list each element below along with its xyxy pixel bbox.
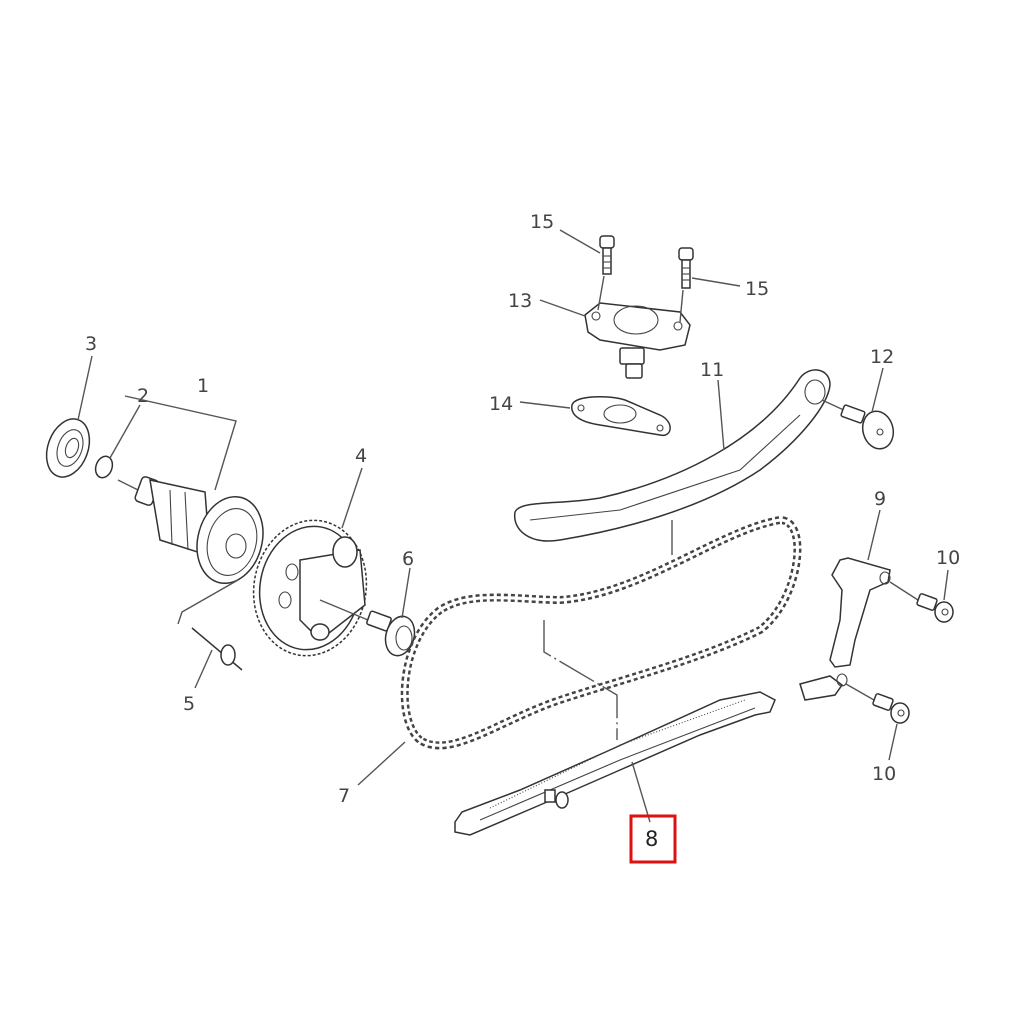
- bolt-part-10b[interactable]: [872, 693, 910, 724]
- bolt-part-6[interactable]: [366, 610, 418, 659]
- bolt-part-15b[interactable]: [678, 247, 694, 289]
- bolt-part-10a[interactable]: [916, 593, 954, 623]
- bolt-part-12[interactable]: [840, 404, 898, 453]
- bolt-part-15a[interactable]: [599, 235, 615, 275]
- label-8: 8: [645, 827, 658, 851]
- stopper-guide-part-9[interactable]: [799, 557, 891, 701]
- bearing-part-3[interactable]: [39, 413, 97, 483]
- label-4: 4: [355, 445, 367, 467]
- label-13: 13: [508, 290, 532, 312]
- label-3: 3: [85, 333, 97, 355]
- highlight-box: [629, 814, 677, 864]
- pin-part-5[interactable]: [191, 627, 243, 671]
- label-10a: 10: [936, 547, 960, 569]
- label-10b: 10: [872, 763, 896, 785]
- label-6: 6: [402, 548, 414, 570]
- label-14: 14: [489, 393, 513, 415]
- label-15b: 15: [745, 278, 769, 300]
- label-5: 5: [183, 693, 195, 715]
- chain-guide-part-8[interactable]: [454, 691, 776, 836]
- tensioner-part-13[interactable]: [584, 302, 691, 379]
- label-11: 11: [700, 359, 724, 381]
- label-7: 7: [338, 785, 350, 807]
- camshaft-sprocket-part-4[interactable]: [243, 511, 377, 664]
- gasket-part-14[interactable]: [571, 395, 671, 437]
- o-ring-part-2[interactable]: [93, 454, 116, 480]
- chain-guide-part-11[interactable]: [514, 369, 831, 542]
- camshaft-part-1[interactable]: [117, 476, 272, 591]
- label-1: 1: [197, 375, 209, 397]
- label-15a: 15: [530, 211, 554, 233]
- label-9: 9: [874, 488, 886, 510]
- label-12: 12: [870, 346, 894, 368]
- label-2: 2: [137, 385, 149, 407]
